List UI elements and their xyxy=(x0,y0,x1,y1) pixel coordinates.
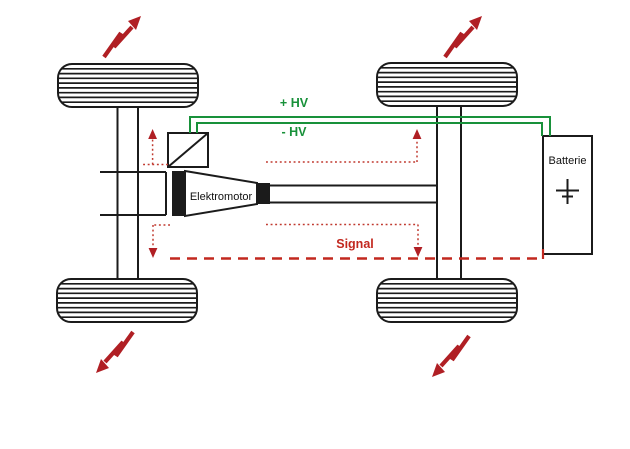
signal-arrow-down-icon xyxy=(148,248,158,258)
front-axle xyxy=(116,107,139,279)
inverter-box-icon xyxy=(167,132,209,168)
wheel-bottom-right xyxy=(377,279,517,322)
hv-minus-line xyxy=(196,122,543,136)
rear-axle xyxy=(436,106,462,279)
lightning-arrow-top-right-icon xyxy=(445,16,482,57)
signal-dotted-rear-lower xyxy=(266,223,423,257)
signal-dotted-rear-upper xyxy=(266,129,422,163)
lightning-arrow-top-left-icon xyxy=(104,16,141,57)
wheel-top-right xyxy=(377,63,517,106)
battery-cell-icon xyxy=(556,179,579,204)
lightning-arrow-bottom-right-icon xyxy=(432,336,469,377)
signal-bus-line xyxy=(170,249,545,260)
battery-box xyxy=(542,135,593,255)
hv-plus-line xyxy=(189,116,551,136)
lightning-arrow-bottom-left-icon xyxy=(96,332,133,373)
electric-motor-icon xyxy=(172,169,270,218)
signal-arrow-up-icon xyxy=(148,129,157,139)
signal-arrow-up-icon xyxy=(412,129,422,139)
hv-plus-label: + HV xyxy=(279,96,309,110)
signal-dotted-front-lower xyxy=(148,224,170,258)
electric-motor-label: Elektromotor xyxy=(189,191,253,203)
wheel-bottom-left xyxy=(57,279,197,322)
drive-shaft-icon xyxy=(270,184,437,204)
battery-label: Batterie xyxy=(548,155,587,167)
wheel-top-left xyxy=(58,64,198,107)
signal-dotted-front-upper xyxy=(143,129,168,166)
signal-label: Signal xyxy=(336,237,374,251)
hv-minus-label: - HV xyxy=(281,125,307,139)
gearbox-icon xyxy=(100,171,167,216)
signal-arrow-down-icon xyxy=(413,247,423,257)
